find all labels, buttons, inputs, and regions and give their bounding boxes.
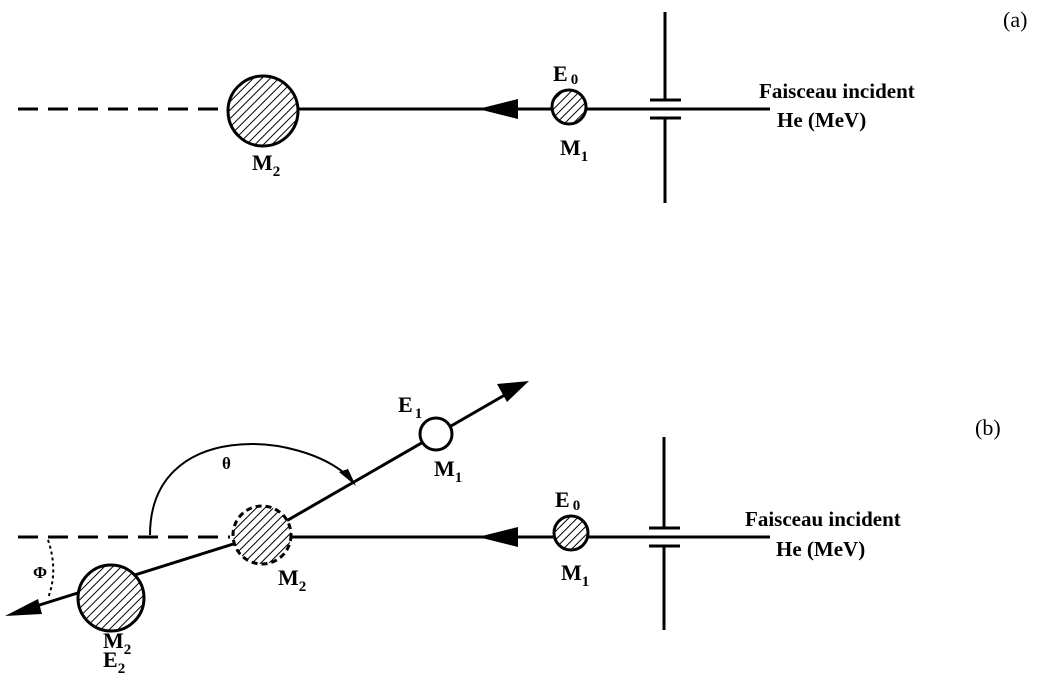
- target-initial-position: [231, 504, 293, 566]
- theta-arc-arrow: [339, 469, 356, 486]
- target-nucleus: [226, 74, 300, 148]
- scattered-projectile: [418, 416, 454, 452]
- theta-arc: [149, 443, 351, 536]
- collimator-slit-b: [649, 437, 680, 630]
- phi-arc: [47, 539, 55, 599]
- scatter-angle-label: θ: [222, 454, 231, 473]
- collimator-slit: [650, 12, 681, 203]
- incoming-projectile: [552, 514, 590, 552]
- target-initial-label: M2: [278, 565, 306, 595]
- projectile-particle: [550, 88, 588, 126]
- target-label: M2: [252, 150, 280, 180]
- incoming-mass-label: M1: [561, 560, 589, 590]
- recoil-mass-label: M2: [103, 628, 131, 658]
- scattered-mass-label: M1: [434, 456, 462, 486]
- panel-a-label: (a): [1003, 7, 1027, 32]
- incoming-beam-arrow: [478, 527, 518, 547]
- recoil-energy-label: E2: [103, 647, 125, 675]
- beam-label-line1: Faisceau incident: [759, 79, 915, 103]
- recoil-angle-label: Φ: [33, 563, 47, 582]
- panel-b-label: (b): [975, 415, 1001, 440]
- beam-label-b-line2: He (MeV): [776, 537, 865, 561]
- scattered-trajectory: [261, 390, 511, 537]
- projectile-mass-label: M1: [560, 135, 588, 165]
- scattered-arrow: [497, 381, 529, 402]
- recoil-nucleus: [76, 563, 146, 633]
- beam-direction-arrow: [478, 99, 518, 119]
- beam-label-line2: He (MeV): [777, 108, 866, 132]
- recoil-trajectory: [29, 533, 263, 610]
- beam-label-b-line1: Faisceau incident: [745, 507, 901, 531]
- recoil-arrow: [5, 599, 42, 616]
